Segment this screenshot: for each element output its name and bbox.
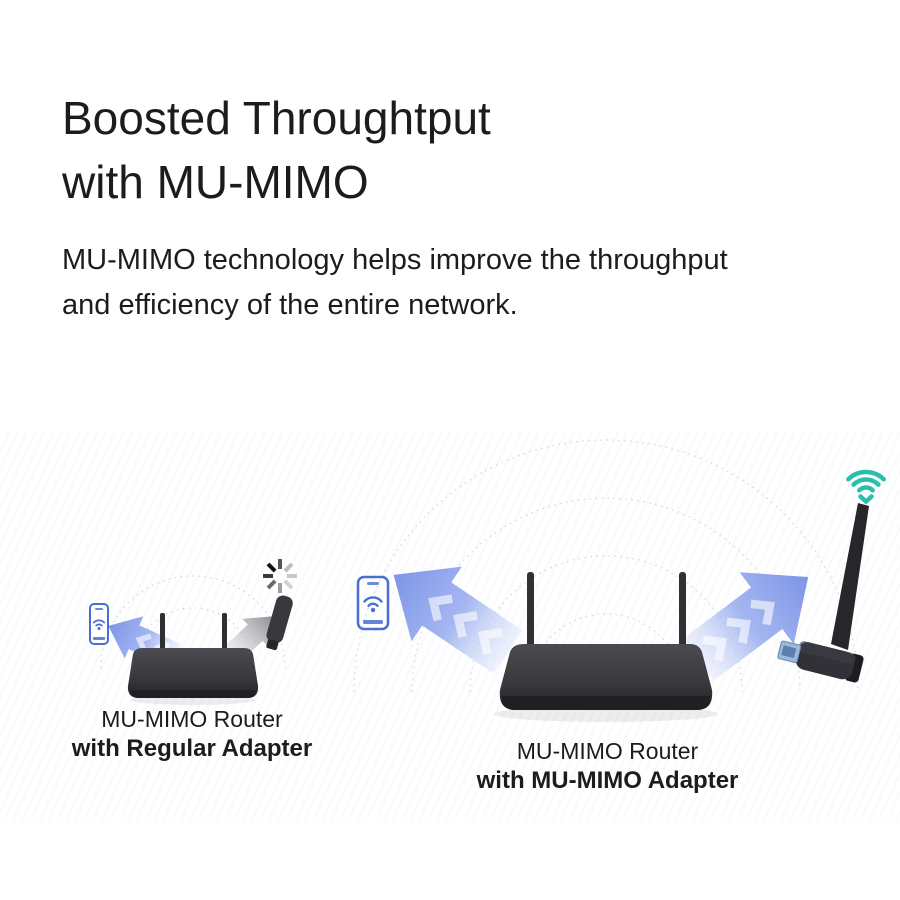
signal-arrow-left-large [393, 566, 523, 674]
loading-spinner-icon [263, 559, 297, 593]
diagram-regular-adapter [89, 559, 297, 705]
usb-adapter-mumimo-icon [777, 503, 869, 683]
body-text-line1: MU-MIMO technology helps improve the thr… [62, 244, 728, 276]
caption-mumimo-adapter: MU-MIMO Router with MU-MIMO Adapter [420, 737, 795, 796]
usb-adapter-regular-icon [266, 595, 293, 651]
adapter-antenna [831, 503, 869, 650]
antenna-icon [222, 613, 227, 655]
diagram-mumimo-adapter [353, 439, 886, 722]
caption-line2: with MU-MIMO Adapter [476, 767, 739, 794]
smartphone-icon-large [356, 575, 390, 631]
caption-line2: with Regular Adapter [71, 735, 313, 762]
caption-line1: MU-MIMO Router [516, 738, 699, 764]
phone-speaker [367, 582, 379, 585]
caption-line1: MU-MIMO Router [101, 706, 283, 732]
router-illustration-small [127, 613, 259, 698]
page-title: Boosted Throughtput with MU-MIMO [62, 86, 491, 214]
page-title-line1: Boosted Throughtput [62, 92, 491, 144]
usb-plug-inner [781, 645, 797, 658]
router-illustration-large [499, 572, 713, 710]
phone-home-bar [93, 637, 105, 640]
adapter-body-highlight [798, 641, 856, 664]
body-text: MU-MIMO technology helps improve the thr… [62, 238, 728, 328]
smartphone-icon-small [89, 603, 109, 645]
page-title-line2: with MU-MIMO [62, 156, 369, 208]
phone-home-bar [363, 620, 383, 624]
antenna-icon [679, 572, 686, 654]
antenna-icon [527, 572, 534, 654]
wifi-glyph [92, 619, 106, 630]
signal-arrow-right-large [682, 572, 809, 681]
chevron-icons [702, 599, 775, 662]
wifi-glyph [363, 596, 383, 613]
body-text-line2: and efficiency of the entire network. [62, 289, 518, 321]
chevron-icons [428, 594, 503, 655]
antenna-icon [160, 613, 165, 655]
caption-regular-adapter: MU-MIMO Router with Regular Adapter [40, 705, 344, 764]
phone-speaker [95, 608, 103, 610]
wifi-signal-icon [846, 469, 886, 505]
